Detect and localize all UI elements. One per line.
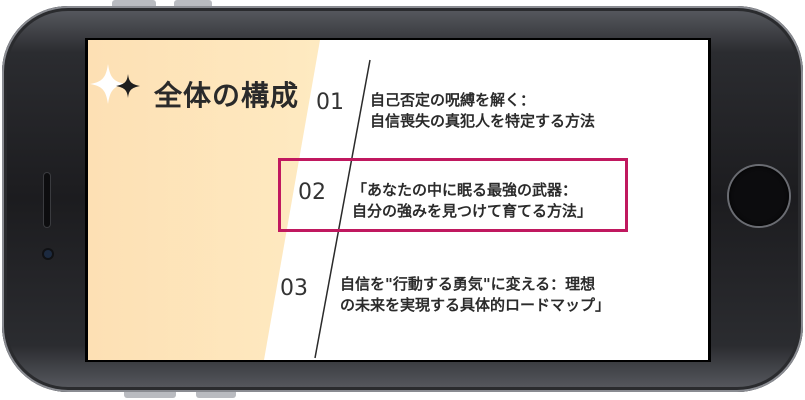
side-button [196, 390, 236, 398]
item-text-01[interactable]: 自己否定の呪縛を解く： 自信喪失の真犯人を特定する方法 [370, 90, 595, 132]
item-line: 自己否定の呪縛を解く： [370, 91, 536, 109]
slide-screen: 全体の構成 01 自己否定の呪縛を解く： 自信喪失の真犯人を特定する方法 02 … [88, 40, 708, 360]
divider-line [314, 59, 371, 359]
item-line: 「あなたの中に眠る最強の武器： [352, 181, 578, 199]
speaker-grille [44, 173, 50, 227]
item-line: の未来を実現する具体的ロードマップ」 [340, 296, 611, 314]
item-text-02[interactable]: 「あなたの中に眠る最強の武器： 自分の強みを見つけて育てる方法」 [352, 180, 592, 222]
item-number-02: 02 [298, 180, 326, 205]
item-text-03[interactable]: 自信を"行動する勇気"に変える：理想 の未来を実現する具体的ロードマップ」 [340, 274, 610, 316]
volume-up-button [174, 0, 212, 8]
item-number-01: 01 [316, 90, 344, 115]
sparkle-icon [90, 64, 140, 104]
volume-down-button [124, 390, 176, 398]
home-button[interactable] [729, 166, 789, 226]
highlight-box [278, 158, 628, 232]
front-camera [44, 250, 52, 258]
mute-switch [112, 0, 156, 8]
item-line: 自信喪失の真犯人を特定する方法 [370, 112, 596, 130]
page-title: 全体の構成 [154, 79, 300, 112]
item-line: 自信を"行動する勇気"に変える：理想 [340, 275, 596, 293]
item-number-03: 03 [280, 276, 308, 301]
item-line: 自分の強みを見つけて育てる方法」 [352, 202, 593, 220]
